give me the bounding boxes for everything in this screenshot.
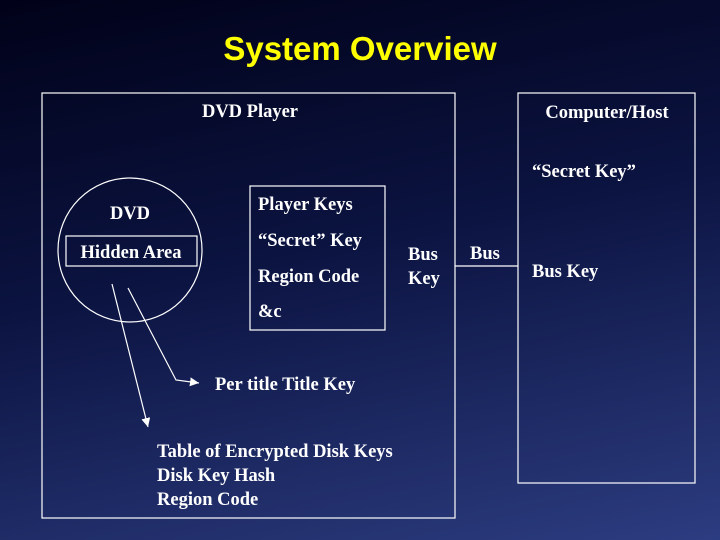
host-bus-key-label: Bus Key bbox=[532, 262, 599, 282]
player-keys-item-etc: &c bbox=[258, 302, 282, 322]
dvd-player-label: DVD Player bbox=[202, 102, 298, 122]
host-secret-key-label: “Secret Key” bbox=[532, 162, 636, 182]
player-keys-title: Player Keys bbox=[258, 195, 353, 215]
bus-label: Bus bbox=[470, 244, 500, 264]
dvd-disc-circle bbox=[57, 177, 203, 323]
disk-keys-table-line3: Region Code bbox=[157, 490, 258, 510]
player-bus-key-line2: Key bbox=[408, 269, 441, 289]
arrow-to-disk-keys bbox=[111, 283, 151, 428]
hidden-area-label: Hidden Area bbox=[81, 243, 182, 263]
computer-host-box bbox=[517, 92, 696, 484]
per-title-key-label: Per title Title Key bbox=[215, 375, 356, 395]
dvd-label: DVD bbox=[110, 204, 150, 224]
player-keys-item-secret-key: “Secret” Key bbox=[258, 231, 363, 251]
player-keys-item-region-code: Region Code bbox=[258, 267, 359, 287]
dvd-player-box bbox=[41, 92, 456, 519]
disk-keys-table-line1: Table of Encrypted Disk Keys bbox=[157, 442, 393, 462]
player-bus-key-line1: Bus bbox=[408, 245, 438, 265]
arrow-to-title-key bbox=[127, 287, 200, 387]
hidden-area-box bbox=[65, 235, 198, 267]
slide-title: System Overview bbox=[223, 30, 497, 67]
disk-keys-table-line2: Disk Key Hash bbox=[157, 466, 276, 486]
computer-host-label: Computer/Host bbox=[545, 103, 669, 123]
player-keys-box bbox=[249, 185, 386, 331]
